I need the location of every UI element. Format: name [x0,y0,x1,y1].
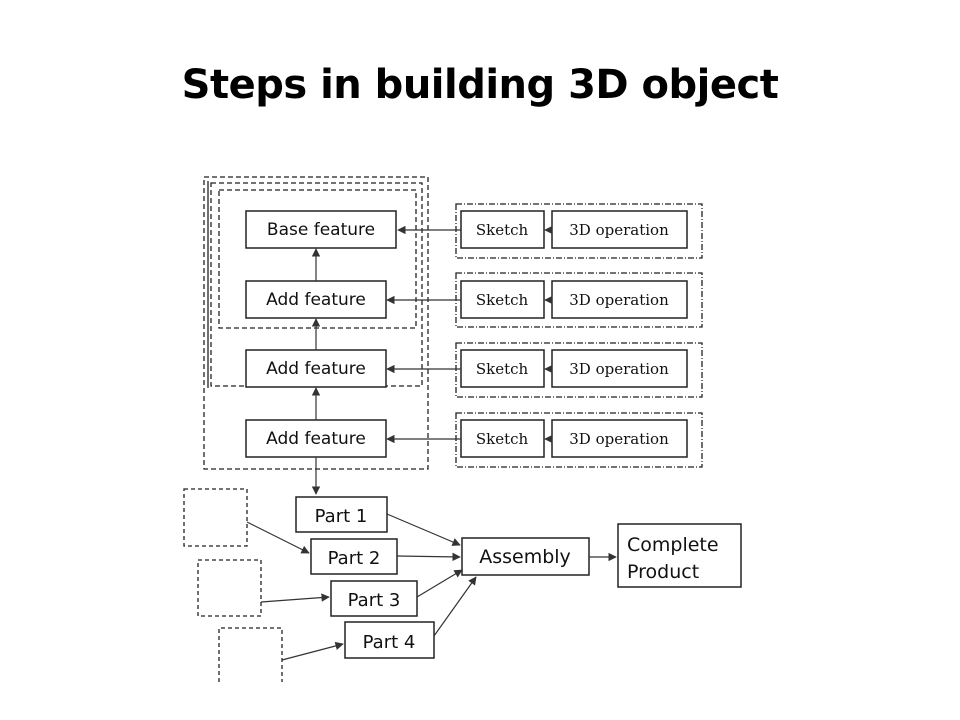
sketch-box-1 [460,210,545,249]
product-label-line2: Product [627,561,699,583]
slide-title: Steps in building 3D object [181,62,779,108]
part-to-assembly-arrows [386,513,617,637]
placeholder-box-3 [218,627,283,682]
part-box-4 [344,621,435,659]
placeholder-box-2 [197,559,262,617]
arrow-ph2-part3 [260,593,330,603]
sketch-box-2 [460,280,545,319]
op-label-4: 3D operation [569,430,669,448]
feature-box-base [245,210,397,249]
op-box-3 [551,349,688,388]
op-label-2: 3D operation [569,291,669,309]
assembly-label: Assembly [479,546,571,568]
sketch-label-1: Sketch [476,221,529,239]
part-label-2: Part 2 [328,548,381,569]
product-label-line1: Complete [627,534,719,556]
sketch-to-feature-arrows [386,225,461,444]
op-box-4 [551,419,688,458]
placeholder-box-1 [183,488,248,547]
arrow-part3-assembly [416,569,463,598]
sketch-box-4 [460,419,545,458]
other-part-placeholders [183,488,283,682]
operation-boxes: Sketch 3D operation Sketch 3D operation … [460,210,688,458]
op-frame-3 [455,342,703,398]
part-label-1: Part 1 [315,506,368,527]
frame-3-features [210,182,423,387]
arrow-part1-assembly [386,513,461,546]
part-label-3: Part 3 [348,590,401,611]
placeholder-to-part-arrows [246,521,344,661]
feature-label-add-1: Add feature [266,290,366,310]
frame-2-features [218,189,417,329]
sketch-label-4: Sketch [476,430,529,448]
feature-boxes: Base feature Add feature Add feature Add… [245,210,397,458]
product-box [617,523,742,588]
op-to-sketch-arrows [544,225,553,444]
feature-box-add-1 [245,280,387,319]
part-box-3 [330,580,418,617]
op-box-2 [551,280,688,319]
assembly-box [461,537,590,576]
part-box-1 [295,496,388,533]
arrow-ph3-part4 [281,641,344,661]
op-frame-1 [455,203,703,259]
sketch-label-3: Sketch [476,360,529,378]
op-label-1: 3D operation [569,221,669,239]
op-frame-4 [455,412,703,468]
arrow-ph1-part2 [246,521,310,554]
feature-box-add-3 [245,419,387,458]
op-label-3: 3D operation [569,360,669,378]
arrow-part4-assembly [433,576,477,637]
part-label-4: Part 4 [363,632,416,653]
feature-label-base: Base feature [267,220,375,240]
feature-label-add-2: Add feature [266,359,366,379]
sketch-box-3 [460,349,545,388]
sketch-label-2: Sketch [476,291,529,309]
feature-label-add-3: Add feature [266,429,366,449]
part-boxes: Part 1 Part 2 Part 3 Part 4 [295,496,435,659]
arrow-part2-assembly [396,552,461,562]
